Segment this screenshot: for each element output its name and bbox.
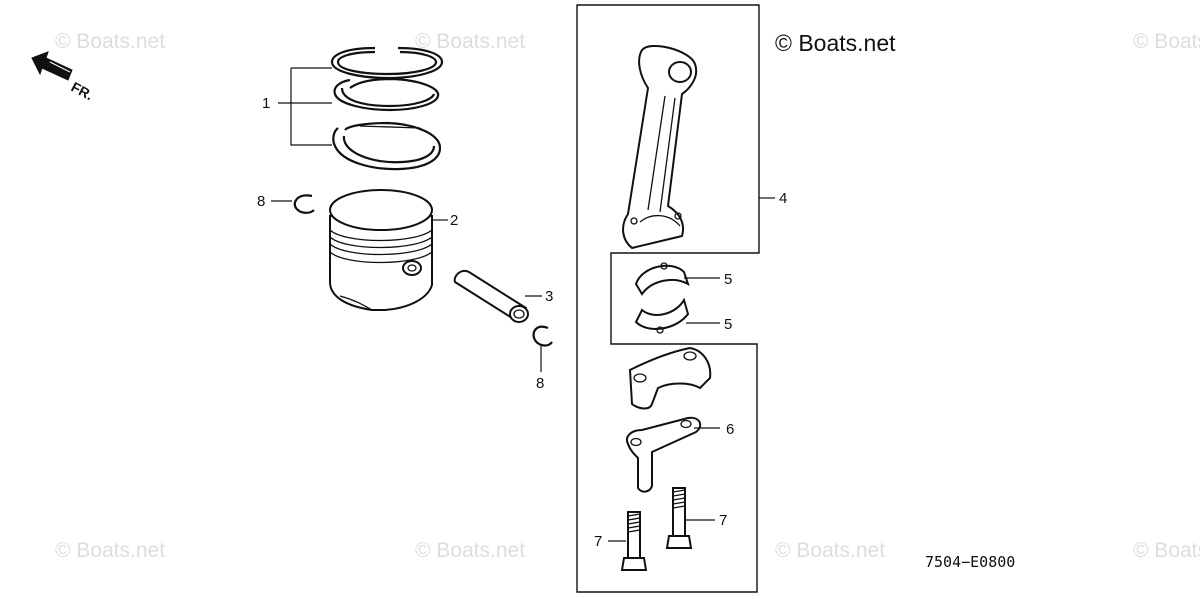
- connecting-rod-cap: [628, 346, 712, 410]
- callout-oil-dipper: 6: [726, 421, 734, 438]
- piston-pin: [453, 270, 529, 323]
- callout-connecting-rod: 4: [779, 190, 787, 207]
- bolt-left: [620, 511, 648, 571]
- callout-bearing-lower: 5: [724, 316, 732, 333]
- watermark-top-center: © Boats.net: [415, 30, 526, 53]
- piston: [329, 189, 433, 311]
- callout-circlip-left: 8: [257, 193, 265, 210]
- watermark-bottom-mid-right: © Boats.net: [775, 539, 886, 562]
- copyright-notice: © Boats.net: [775, 30, 896, 56]
- watermark-bottom-right: © Boats.net: [1133, 539, 1200, 562]
- diagram-code: 7504−E0800: [925, 553, 1015, 571]
- callout-bolt-right: 7: [719, 512, 727, 529]
- bearing-shell-upper: [634, 262, 690, 296]
- watermark-top-left: © Boats.net: [55, 30, 166, 53]
- callout-piston-pin: 3: [545, 288, 553, 305]
- callout-bolt-left: 7: [594, 533, 602, 550]
- front-direction-arrow-icon: FR.: [31, 51, 96, 104]
- watermark-top-right: © Boats.net: [1133, 30, 1200, 53]
- bearing-shell-lower: [634, 297, 690, 334]
- callout-piston: 2: [450, 212, 458, 229]
- front-label: FR.: [69, 79, 96, 104]
- callout-piston-rings: 1: [262, 95, 270, 112]
- circlip-right: [532, 325, 553, 347]
- watermark-bottom-left: © Boats.net: [55, 539, 166, 562]
- connecting-rod: [622, 45, 698, 250]
- callout-circlip-right: 8: [536, 375, 544, 392]
- leader-lines: [271, 67, 775, 542]
- piston-rings: [330, 46, 444, 171]
- oil-dipper: [626, 416, 702, 493]
- watermark-bottom-center: © Boats.net: [415, 539, 526, 562]
- circlip-left: [293, 194, 315, 214]
- callout-bearing-upper: 5: [724, 271, 732, 288]
- bolt-right: [665, 487, 693, 549]
- assembly-bracket: [576, 4, 760, 593]
